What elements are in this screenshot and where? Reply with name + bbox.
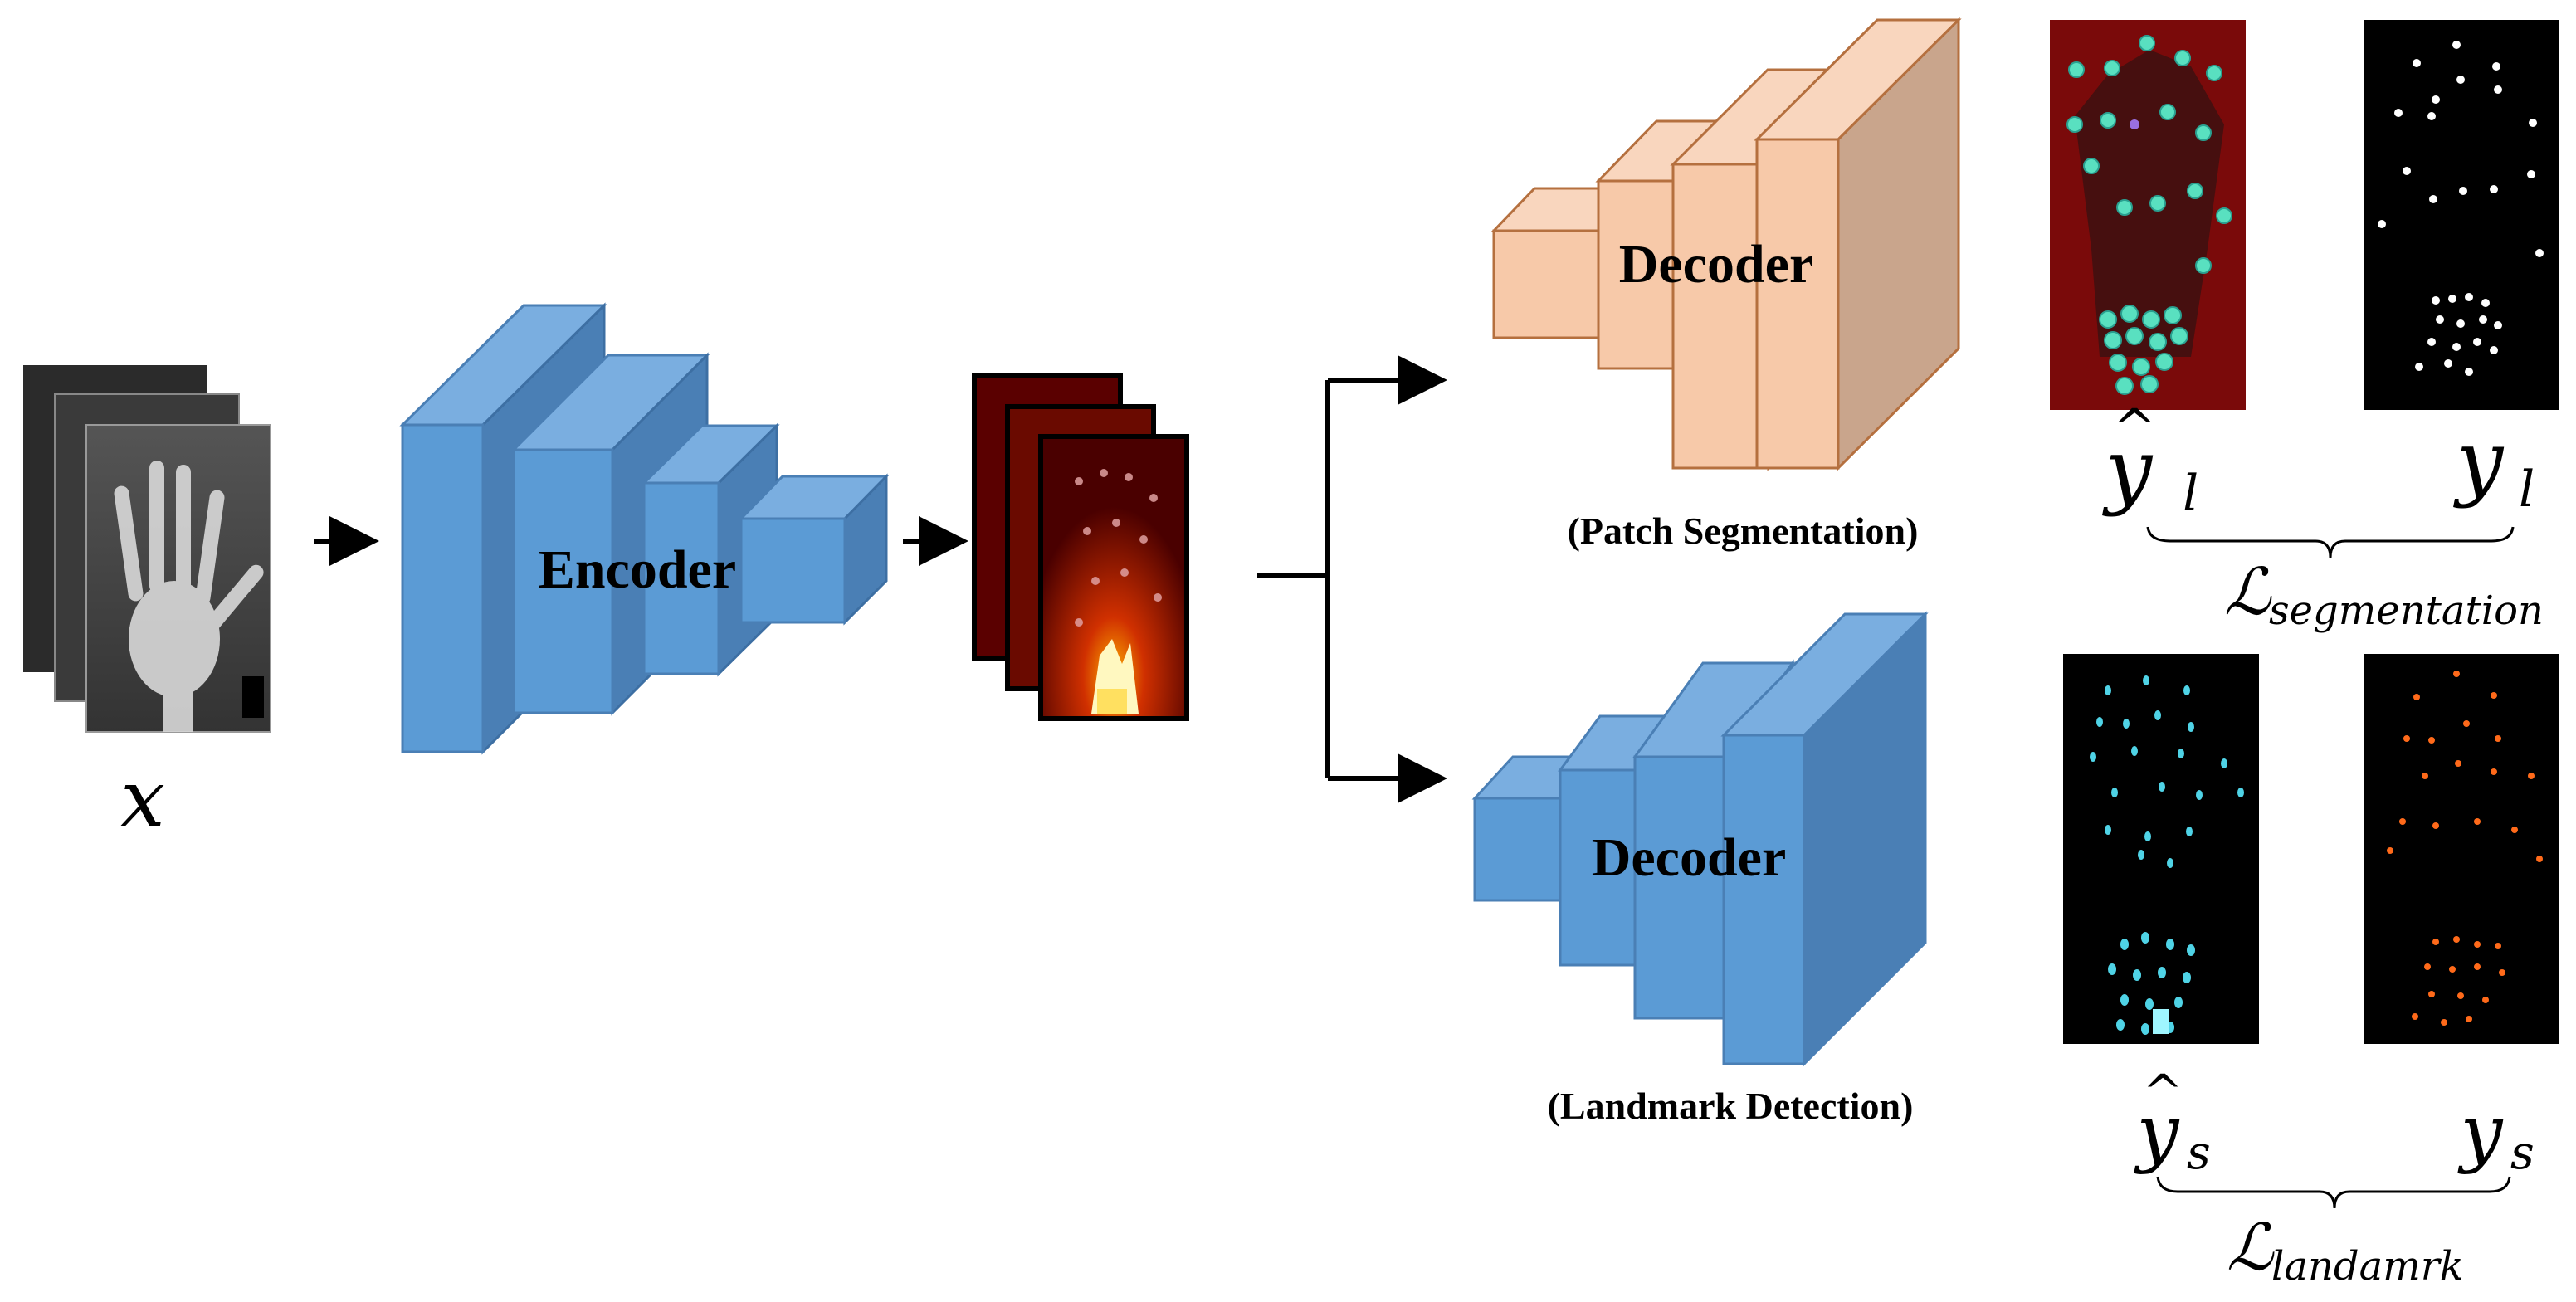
landmark-ground-truth-image [2364, 654, 2559, 1044]
decoder-bottom-block [1471, 611, 1929, 1067]
encoder-block: Encoder [399, 302, 890, 755]
svg-text:y: y [2457, 1089, 2504, 1176]
heatmap-image [972, 373, 1189, 721]
svg-text:s: s [2510, 1126, 2535, 1180]
landmark-prediction-image [2063, 654, 2259, 1044]
svg-text:^: ^ [2112, 398, 2157, 460]
svg-text:^: ^ [2143, 1064, 2183, 1120]
svg-text:y: y [2102, 421, 2154, 518]
svg-text:ℒ: ℒ [2227, 1211, 2275, 1285]
gt-label-top: y l [2453, 412, 2535, 519]
loss-landmark-label: ℒ landamrk [2227, 1211, 2464, 1290]
decoder-bottom-label: Decoder [1592, 827, 1787, 888]
svg-text:segmentation: segmentation [2269, 588, 2544, 634]
input-xray-stack: x [23, 365, 271, 845]
xray-hand-image [23, 365, 271, 733]
loss-segmentation-label: ℒ segmentation [2224, 555, 2544, 634]
decoder-top-label: Decoder [1619, 234, 1814, 295]
svg-text:y: y [2134, 1089, 2180, 1176]
branch-arrow-icon [1257, 355, 1447, 803]
brace-bottom [2156, 1176, 2511, 1209]
input-variable: x [120, 753, 165, 845]
decoder-top-block [1490, 17, 1962, 471]
pred-label-top: y ^ l [2102, 398, 2198, 523]
svg-text:s: s [2187, 1126, 2211, 1180]
svg-text:landamrk: landamrk [2271, 1243, 2464, 1290]
segmentation-ground-truth-image [2364, 20, 2559, 410]
encoder-label: Encoder [539, 539, 736, 600]
segmentation-prediction-image [2050, 20, 2246, 410]
decoder-bottom-caption: (Landmark Detection) [1548, 1085, 1914, 1127]
svg-text:y: y [2453, 412, 2505, 510]
svg-text:l: l [2519, 461, 2535, 519]
gt-label-bottom: y s [2457, 1089, 2535, 1180]
brace-top [2146, 526, 2515, 558]
svg-text:ℒ: ℒ [2224, 555, 2272, 630]
svg-text:l: l [2183, 465, 2198, 523]
pred-label-bottom: y ^ s [2134, 1064, 2211, 1180]
decoder-top-caption: (Patch Segmentation) [1568, 510, 1919, 552]
